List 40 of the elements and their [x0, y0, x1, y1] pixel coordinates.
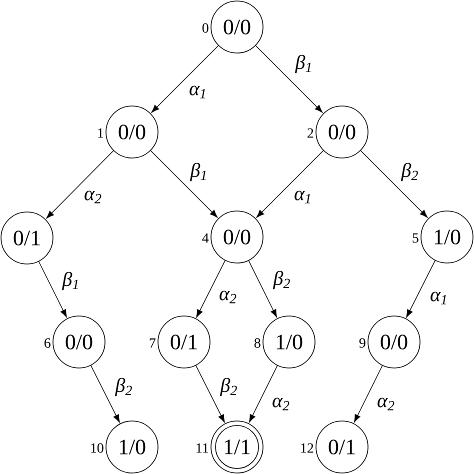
edge-label: β$_{2}$ — [114, 378, 132, 396]
arrow — [354, 365, 383, 422]
state-number: 8 — [254, 338, 260, 348]
edge-label: β$_{2}$ — [400, 162, 418, 182]
arrow — [196, 365, 225, 422]
edge-label: α$_{1}$ — [190, 86, 205, 98]
edge-label: β$_{2}$ — [272, 270, 290, 290]
edge-label: α$_{2}$ — [84, 190, 102, 204]
state-number: 6 — [44, 338, 50, 348]
edge-label: α$_{1}$ — [294, 190, 310, 204]
state-number: 7 — [150, 338, 156, 348]
arrow — [196, 260, 226, 318]
arrow — [406, 260, 436, 318]
arrow — [249, 365, 278, 422]
arrow — [256, 150, 324, 218]
edge-label: β$_{1}$ — [190, 162, 206, 182]
edge-label: α$_{2}$ — [220, 290, 236, 304]
state-number: 0 — [202, 23, 208, 33]
edge-label: β$_{2}$ — [220, 378, 237, 396]
arrow — [90, 365, 120, 422]
state-number: 10 — [91, 443, 104, 453]
arrow — [38, 261, 67, 318]
arrow — [151, 45, 219, 113]
edge-label: α$_{2}$ — [378, 398, 394, 410]
edge-label: α$_{2}$ — [272, 398, 290, 410]
state-number: 1 — [98, 128, 104, 138]
state-number: 5 — [412, 233, 418, 243]
state-number: 4 — [202, 233, 209, 243]
arrow — [360, 150, 428, 218]
state-number: 11 — [196, 443, 208, 453]
arrow — [248, 260, 277, 318]
state-number: 9 — [359, 338, 366, 348]
arrow — [255, 45, 323, 113]
edge-label: α$_{1}$ — [430, 292, 446, 304]
arrow — [46, 150, 114, 219]
state-number: 2 — [308, 128, 314, 138]
edge-label: β$_{1}$ — [62, 272, 78, 290]
state-number: 12 — [301, 443, 314, 453]
edge-label: β$_{1}$ — [294, 54, 311, 74]
arrow — [150, 150, 218, 218]
